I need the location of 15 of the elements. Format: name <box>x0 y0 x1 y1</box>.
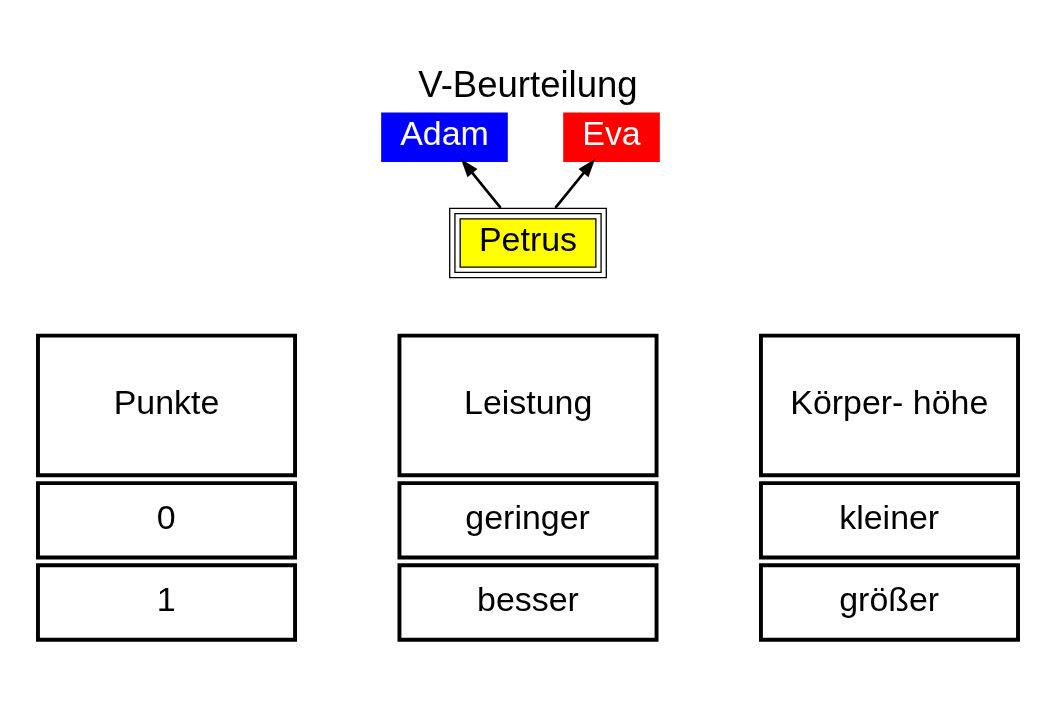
label: größer <box>839 579 940 618</box>
label: Punkte <box>113 382 220 421</box>
label: geringer <box>465 497 590 535</box>
label: Körper- höhe <box>790 382 989 421</box>
diagram-title: V-Beurteilung <box>418 63 638 105</box>
node-box: Petrus <box>449 207 607 278</box>
label: 1 <box>156 579 176 618</box>
arrow <box>460 158 502 209</box>
label: besser <box>477 579 579 618</box>
node-box: Adam <box>381 111 508 162</box>
label: 0 <box>156 497 176 535</box>
node-box: Eva <box>563 111 660 162</box>
label: Leistung <box>464 382 593 421</box>
label: kleiner <box>839 497 940 535</box>
arrow <box>554 158 596 209</box>
